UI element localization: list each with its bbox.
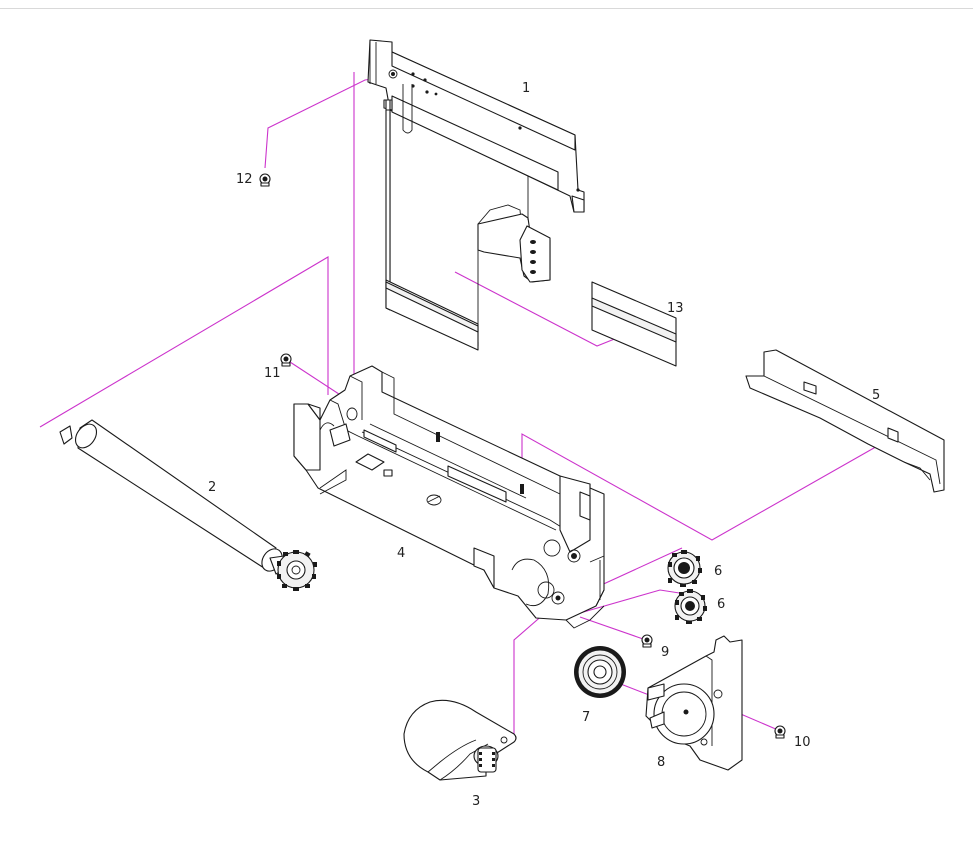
callout-8: 8	[657, 755, 665, 770]
leader-2-to-4	[39, 256, 329, 428]
part-9-screw	[641, 634, 653, 648]
leader-3	[500, 599, 561, 736]
part-4-frame	[293, 365, 605, 629]
part-5-side-plate	[745, 349, 945, 493]
part-12-screw	[259, 173, 271, 187]
part-10-screw	[774, 725, 786, 739]
callout-2: 2	[208, 480, 216, 495]
part-8-bracket	[645, 635, 743, 771]
callout-13: 13	[667, 301, 684, 316]
part-6-gear-lower	[674, 589, 707, 624]
part-1-print-head-bracket	[367, 39, 585, 351]
leader-lines	[39, 72, 889, 736]
callout-3: 3	[472, 794, 480, 809]
callout-11: 11	[264, 366, 281, 381]
callout-9: 9	[661, 645, 669, 660]
leader-12-to-1	[264, 77, 381, 169]
top-border-line	[0, 8, 973, 9]
part-7-large-gear	[574, 646, 626, 698]
callout-5: 5	[872, 388, 880, 403]
part-6-gear-upper	[667, 550, 702, 587]
leader-9	[579, 616, 647, 641]
part-13-label	[591, 281, 677, 367]
callout-6-upper: 6	[714, 564, 722, 579]
part-3-motor	[403, 699, 517, 781]
leader-6b	[572, 589, 687, 616]
callout-labels: 1 2 3 4 5 6 6 7 8 9 10 11 12 13	[208, 81, 880, 809]
callout-4: 4	[397, 546, 405, 561]
part-2-platen-roller	[59, 419, 317, 591]
leader-11-to-4	[289, 361, 346, 399]
callout-10: 10	[794, 735, 811, 750]
callout-12: 12	[236, 172, 253, 187]
callout-7: 7	[582, 710, 590, 725]
callout-6-lower: 6	[717, 597, 725, 612]
part-11-screw	[280, 353, 292, 367]
callout-1: 1	[522, 81, 530, 96]
